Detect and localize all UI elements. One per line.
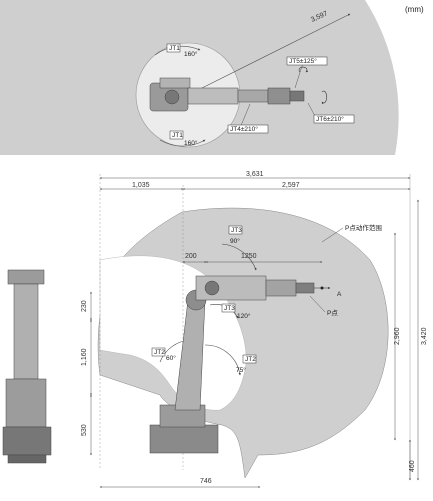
dim-3420: 3,420: [421, 327, 428, 345]
dim-arm-1250: 1250: [241, 253, 257, 260]
dim-total-width: 3,631: [246, 171, 264, 178]
jt1-bottom-arc: [159, 139, 206, 147]
jt5-rotation-icon: [298, 66, 309, 73]
dim-230: 230: [81, 300, 88, 312]
top-radius-line: [187, 13, 351, 96]
jt3-top-angle: 90°: [230, 237, 240, 245]
dim-746: 746: [200, 478, 212, 485]
jt5-label: JT5±125°: [289, 57, 317, 65]
jt2-left-angle: 60°: [166, 354, 176, 362]
robot-top-silhouette: [149, 77, 305, 112]
top-view: 3,597 JT1 160° JT1 160° JT4±210° JT5±1: [0, 0, 399, 155]
dim-back-width: 1,035: [132, 182, 150, 189]
jt2-right-label: JT2: [245, 356, 256, 363]
point-p-label: P点: [327, 309, 338, 317]
jt1-bottom-label: JT1: [172, 132, 183, 139]
jt1-bottom-angle: 160°: [184, 139, 198, 147]
jt2-right-angle: 75°: [236, 366, 246, 374]
dim-front-width: 2,597: [282, 182, 300, 189]
jt5-leader: [294, 62, 304, 89]
dim-460: 460: [409, 460, 416, 472]
jt3-top-label: JT3: [231, 227, 242, 234]
jt4-leader: [239, 103, 251, 129]
dim-530: 530: [81, 424, 88, 436]
dim-1160: 1,160: [81, 348, 88, 366]
dim-2960: 2,960: [394, 327, 401, 345]
point-a-label: A: [337, 291, 342, 298]
jt3-mid-angle: 120°: [237, 312, 251, 320]
robot-side-silhouette: [149, 275, 315, 454]
jt6-label: JT6±210°: [316, 115, 344, 123]
jt1-top-label: JT1: [169, 45, 180, 52]
jt4-label: JT4±210°: [230, 125, 258, 133]
p-range-label: P点动作范围: [345, 223, 382, 232]
side-view: 3,631 1,035 2,597 200 1250 2,960 3,420 4…: [2, 171, 428, 488]
jt3-mid-label: JT3: [224, 305, 235, 312]
unit-label: (mm): [405, 5, 424, 14]
robot-side-silhouette-small: [2, 269, 52, 464]
dim-offset-200: 200: [185, 253, 197, 260]
jt2-left-label: JT2: [154, 349, 165, 356]
jt6-rotation-icon: [321, 90, 327, 105]
jt1-top-angle: 160°: [184, 50, 198, 58]
